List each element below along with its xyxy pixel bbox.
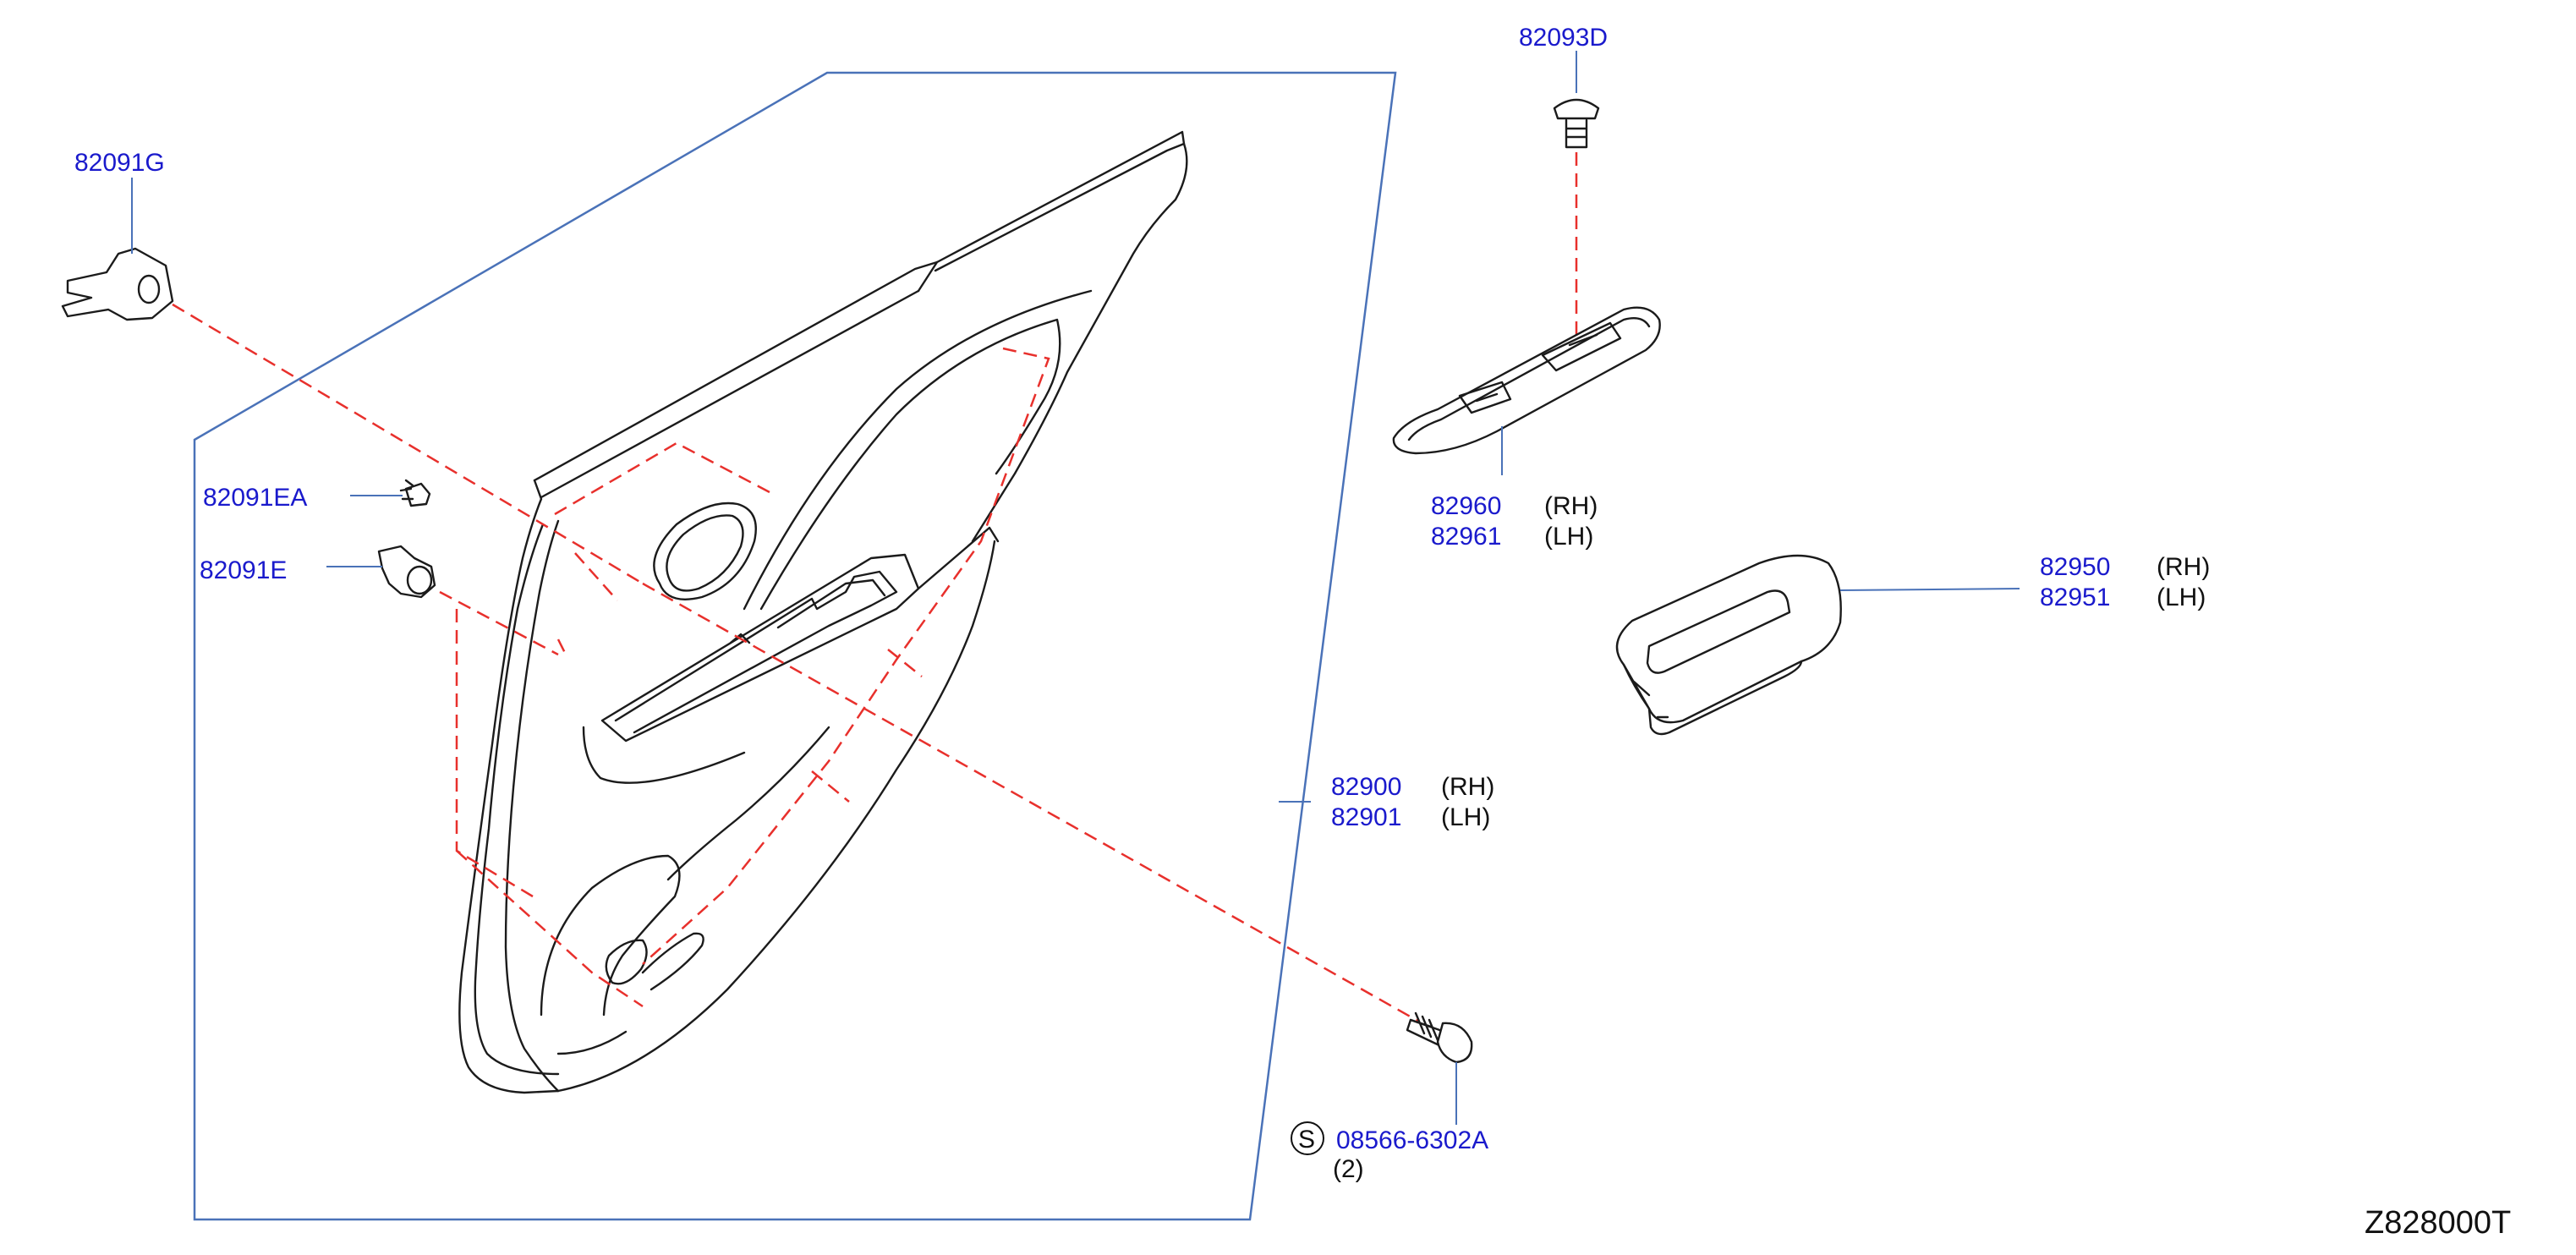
diagram-code: Z828000T: [2365, 1205, 2511, 1241]
clip-82091ea-drawing: [399, 479, 431, 507]
s-mark-text: S: [1298, 1126, 1315, 1154]
side-lh-82901: (LH): [1441, 803, 1490, 831]
part-label-82093d[interactable]: 82093D: [1519, 24, 1608, 52]
screw-08566-drawing: [1406, 1011, 1473, 1064]
screw-82093d-drawing: [1553, 98, 1600, 149]
part-label-82091ea[interactable]: 82091EA: [203, 484, 307, 512]
clip-82091e-drawing: [377, 545, 436, 599]
switch-bezel-82960-drawing: [1392, 306, 1661, 455]
side-lh-82951: (LH): [2157, 584, 2206, 611]
clip-82091g-drawing: [61, 247, 174, 321]
finisher-82950-drawing: [1615, 554, 1842, 736]
panel-clip-dashed-lines: [455, 347, 1050, 1008]
side-lh-82961: (LH): [1544, 523, 1593, 551]
screw-dashed-line: [642, 582, 1420, 1023]
part-label-82950[interactable]: 82950: [2040, 553, 2110, 581]
door-panel-frame: [193, 71, 1397, 1221]
part-label-82960[interactable]: 82960: [1431, 492, 1501, 520]
side-rh-82900: (RH): [1441, 773, 1494, 801]
part-label-82091g[interactable]: 82091G: [74, 149, 165, 177]
part-label-82951[interactable]: 82951: [2040, 584, 2110, 611]
part-label-08566[interactable]: 08566-6302A: [1336, 1126, 1488, 1154]
door-trim-panel-drawing: [458, 130, 1188, 1094]
leader-82950: [1839, 588, 2020, 591]
part-label-82900[interactable]: 82900: [1331, 773, 1401, 801]
clip-82091e-dashed-line: [439, 590, 559, 656]
part-label-82961[interactable]: 82961: [1431, 523, 1501, 551]
part-label-82091e[interactable]: 82091E: [200, 556, 287, 584]
s-mark-circle: [1291, 1121, 1324, 1155]
side-rh-82950: (RH): [2157, 553, 2210, 581]
part-label-82901[interactable]: 82901: [1331, 803, 1401, 831]
clip-82091g-dashed-line: [172, 303, 644, 585]
side-rh-82960: (RH): [1544, 492, 1598, 520]
screw-quantity: (2): [1333, 1155, 1364, 1183]
